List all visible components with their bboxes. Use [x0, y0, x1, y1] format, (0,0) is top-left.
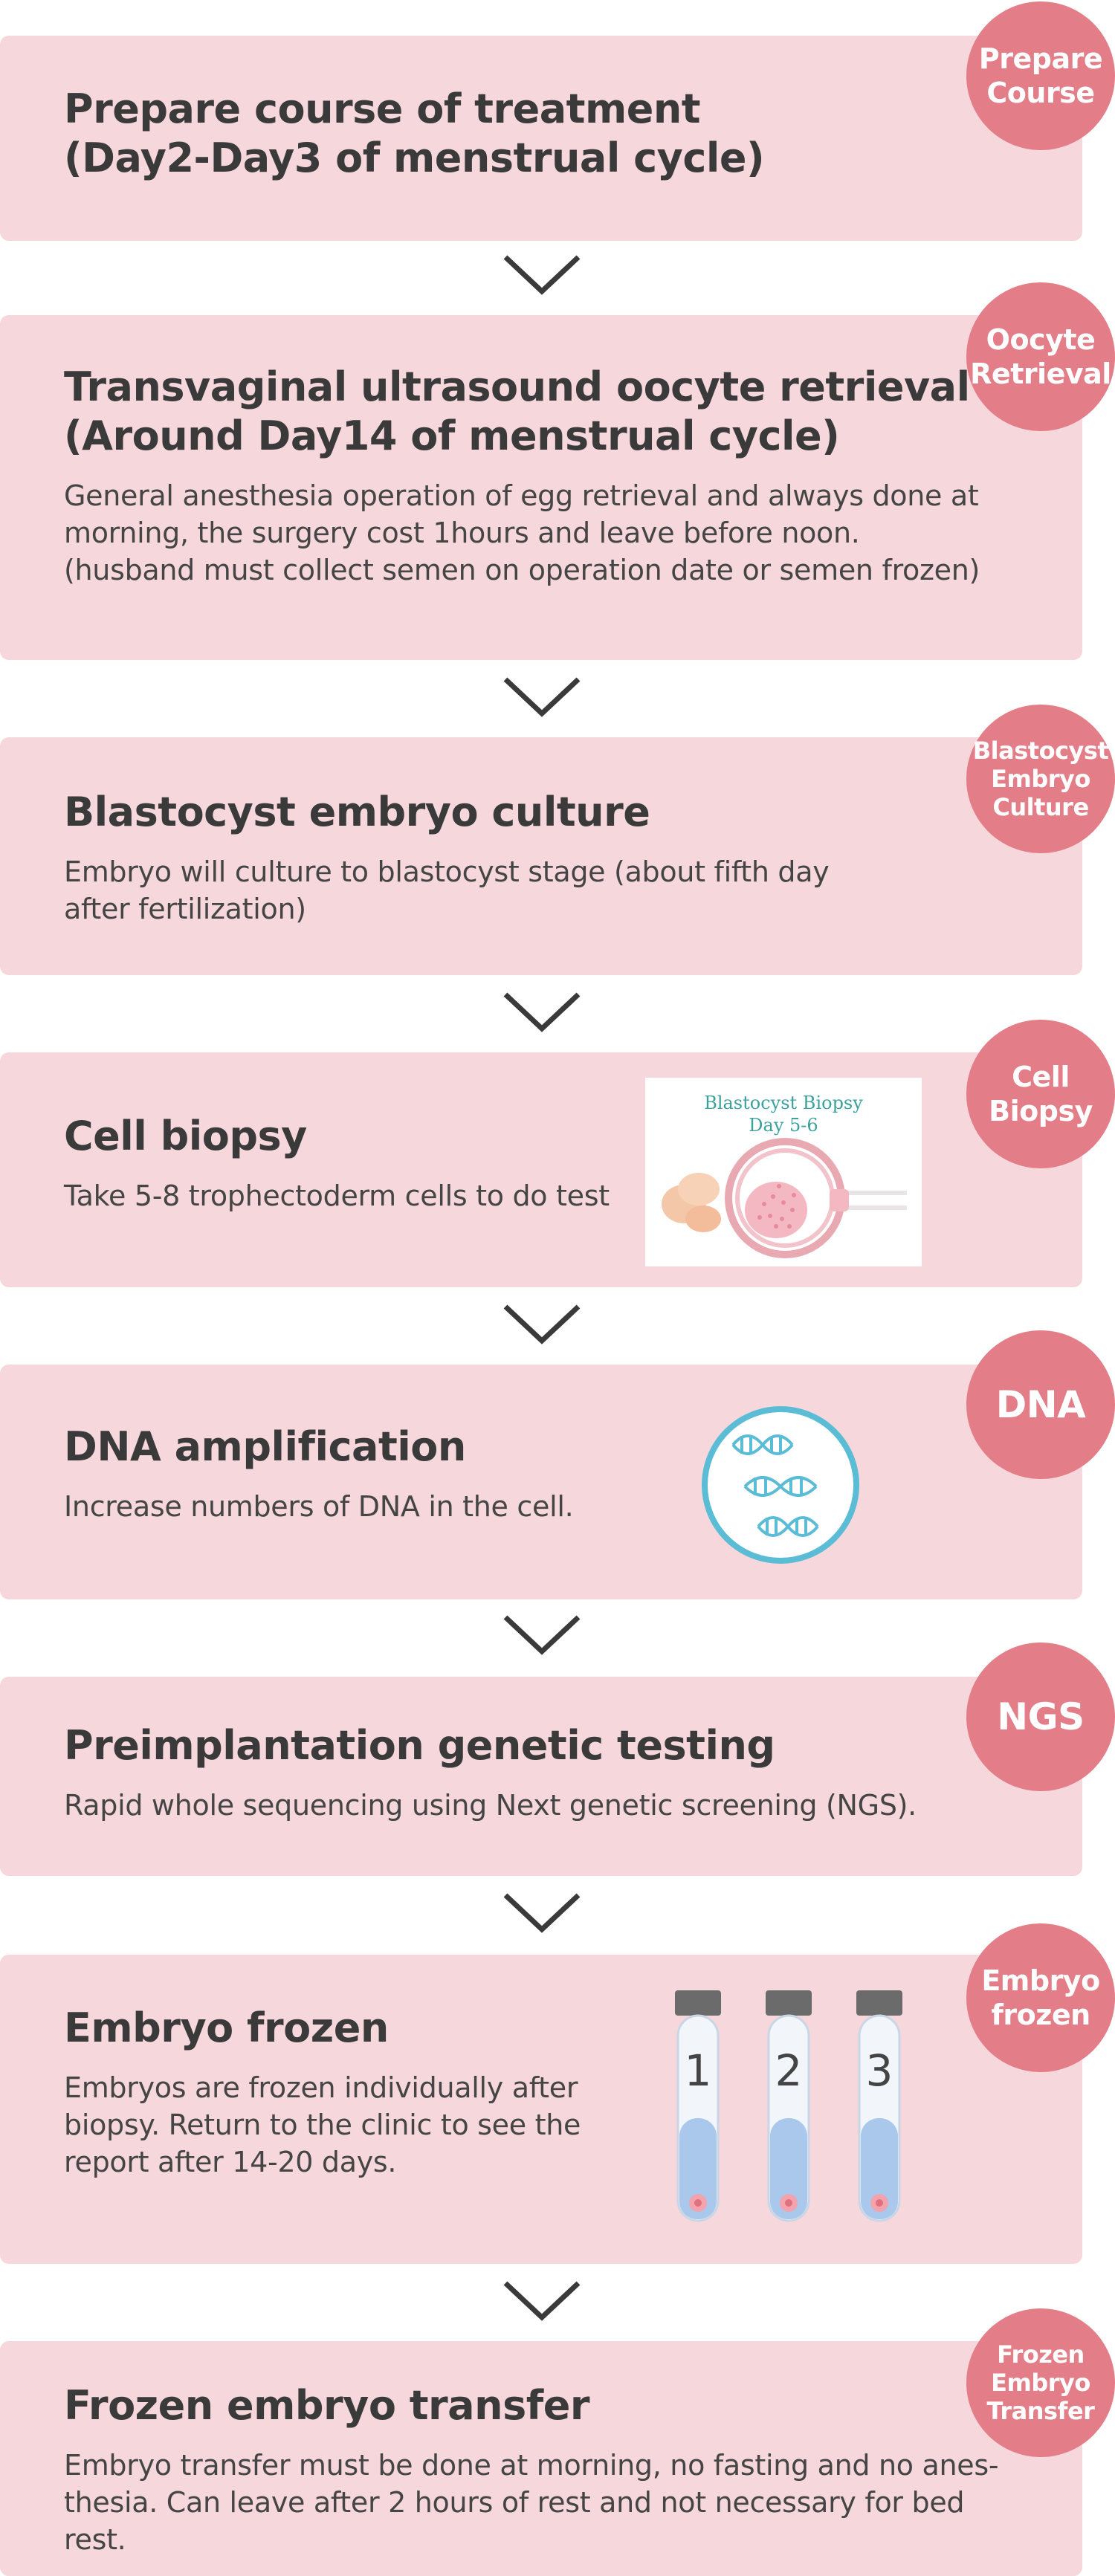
frozen-tubes-illustration: 1 2 3 [666, 1987, 919, 2233]
biopsy-image-subtitle: Day 5-6 [749, 1115, 818, 1136]
chevron-down-icon [501, 1302, 583, 1347]
step-description: Rapid whole sequencing using Next geneti… [64, 1789, 917, 1822]
step-card-blastocyst-culture: Blastocyst embryo culture Embryo will cu… [0, 737, 1082, 975]
step-title: Preimplantation genetic testing [64, 1722, 775, 1769]
step-card-oocyte-retrieval: Transvaginal ultrasound oocyte retrieval… [0, 315, 1082, 660]
step-badge-ngs: NGS [966, 1643, 1115, 1791]
step-title: Frozen embryo transfer [64, 2382, 589, 2429]
svg-text:2: 2 [775, 2045, 803, 2096]
chevron-down-icon [501, 990, 583, 1035]
step-description: Increase numbers of DNA in the cell. [64, 1490, 574, 1523]
step-title: Transvaginal ultrasound oocyte retrieval… [64, 363, 970, 459]
step-title: Cell biopsy [64, 1113, 307, 1159]
step-description: Embryo will culture to blastocyst stage … [64, 855, 830, 925]
tube-1: 1 [675, 1990, 721, 2222]
chevron-down-icon [501, 1891, 583, 1935]
chevron-down-icon [501, 2279, 583, 2323]
chevron-down-icon [501, 675, 583, 719]
step-description: General anesthesia operation of egg retr… [64, 479, 980, 586]
step-title: Embryo frozen [64, 2004, 389, 2051]
step-description: Embryo transfer must be done at morning,… [64, 2449, 999, 2556]
step-card-frozen-embryo-transfer: Frozen embryo transfer Embryo transfer m… [0, 2341, 1082, 2576]
step-description: Embryos are frozen individually after bi… [64, 2071, 581, 2178]
step-card-embryo-frozen: Embryo frozen Embryos are frozen individ… [0, 1955, 1082, 2264]
step-card-dna-amplification: DNA amplification Increase numbers of DN… [0, 1365, 1082, 1599]
blastocyst-biopsy-illustration: Blastocyst Biopsy Day 5-6 [645, 1078, 922, 1266]
step-title: Blastocyst embryo culture [64, 789, 650, 835]
step-title: Prepare course of treatment (Day2-Day3 o… [64, 85, 765, 181]
step-card-genetic-testing: Preimplantation genetic testing Rapid wh… [0, 1677, 1082, 1876]
step-card-prepare-course: Prepare course of treatment (Day2-Day3 o… [0, 36, 1082, 241]
chevron-down-icon [501, 253, 583, 297]
dna-icon [699, 1403, 862, 1567]
svg-text:1: 1 [685, 2045, 712, 2096]
step-badge-dna: DNA [966, 1330, 1115, 1479]
tube-2: 2 [766, 1990, 812, 2222]
step-title: DNA amplification [64, 1423, 466, 1470]
biopsy-image-title: Blastocyst Biopsy [704, 1093, 863, 1113]
chevron-down-icon [501, 1613, 583, 1657]
tube-3: 3 [856, 1990, 902, 2222]
svg-text:3: 3 [866, 2045, 893, 2096]
step-description: Take 5-8 trophectoderm cells to do test [64, 1179, 610, 1212]
